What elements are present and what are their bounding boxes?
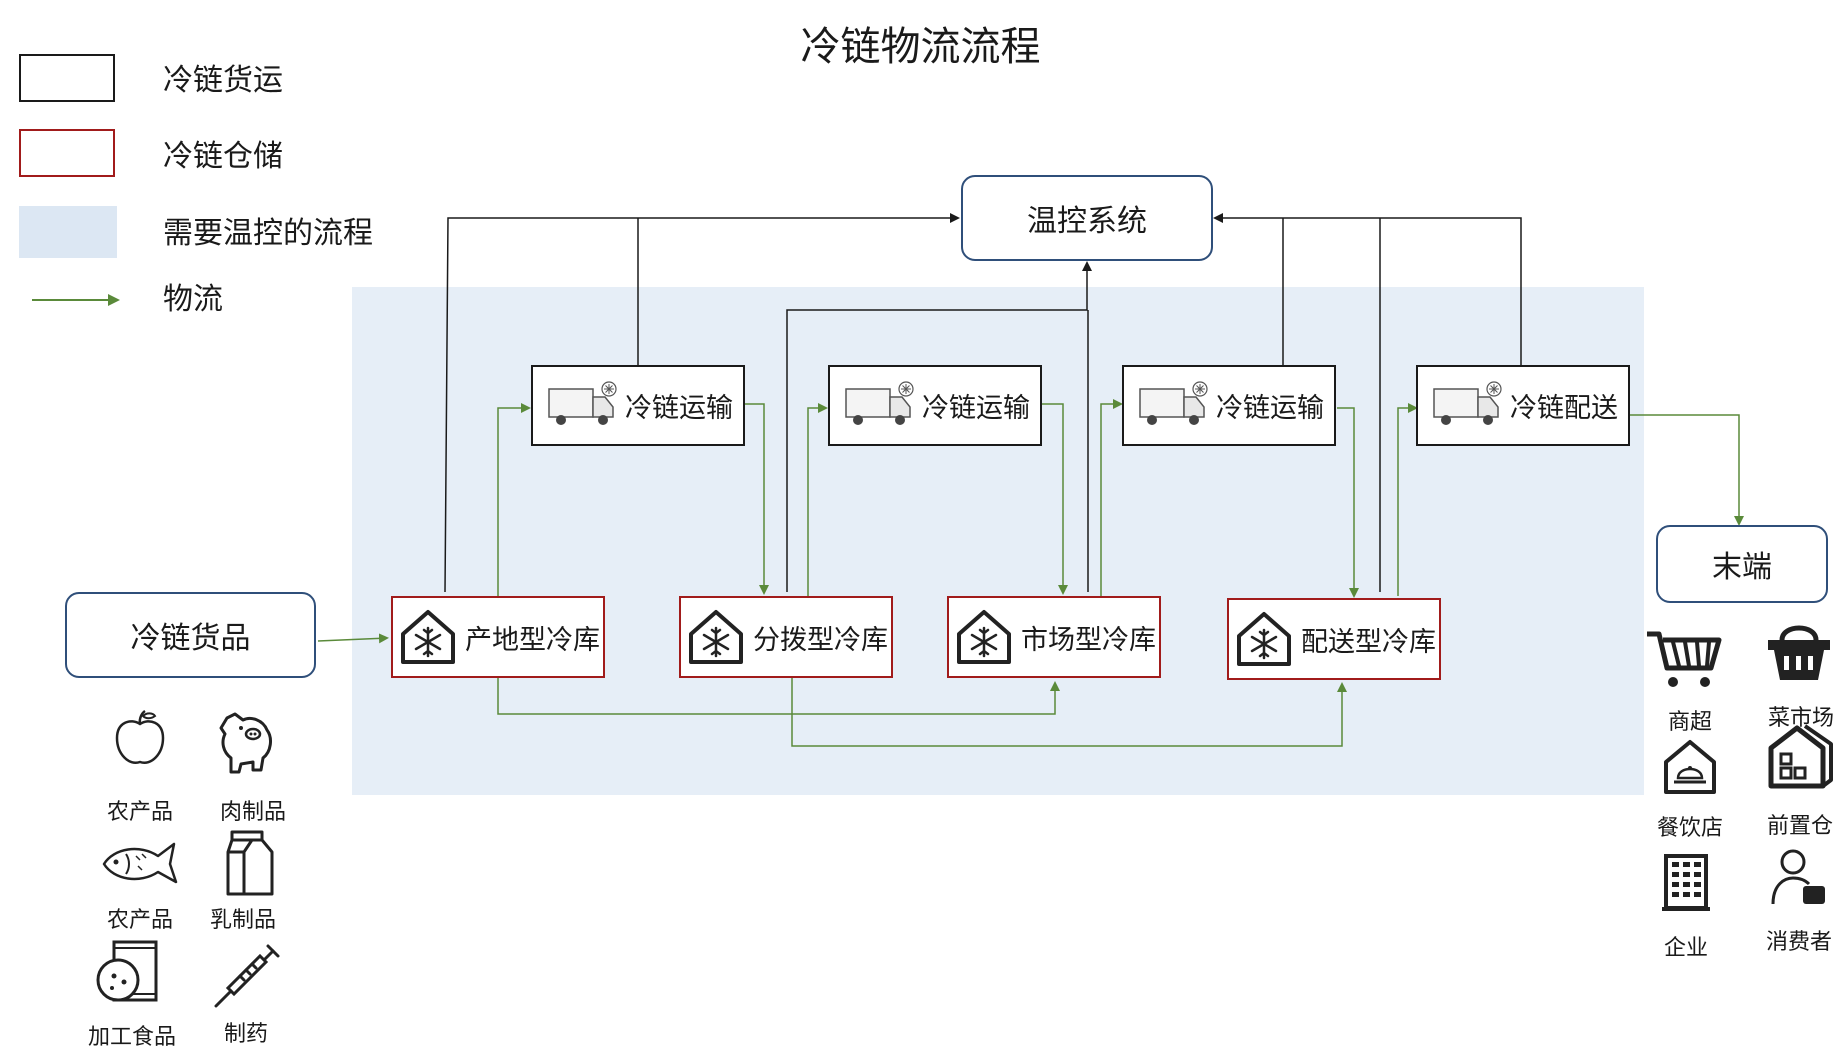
transport-node-3: 冷链运输 <box>1122 365 1336 446</box>
diagram-title: 冷链物流流程 <box>800 24 1041 70</box>
warehouse-market: 市场型冷库 <box>947 596 1161 678</box>
product-label-dairy: 乳制品 <box>209 908 276 933</box>
transport-node-3-label: 冷链运输 <box>1216 393 1324 424</box>
legend-swatch-storage <box>19 129 115 177</box>
cold-chain-goods: 冷链货品 <box>65 592 316 678</box>
legend-swatch-temp-process <box>19 206 117 258</box>
temperature-control-system: 温控系统 <box>961 175 1213 261</box>
endpoint-label-vegetable-market: 菜市场 <box>1767 706 1834 731</box>
endpoint-label-restaurant: 餐饮店 <box>1656 816 1723 841</box>
warehouse-distribution: 分拨型冷库 <box>679 596 893 678</box>
apple-icon <box>115 709 165 765</box>
cold-storage-house-icon <box>689 610 743 664</box>
delivery-transport-node: 冷链配送 <box>1416 365 1630 446</box>
warehouse-origin-label: 产地型冷库 <box>465 624 600 656</box>
transport-node-1: 冷链运输 <box>531 365 745 446</box>
warehouse-distribution-label: 分拨型冷库 <box>753 624 888 656</box>
cold-storage-house-icon <box>401 610 455 664</box>
product-label-processed-food: 加工食品 <box>87 1025 176 1050</box>
product-label-pharma: 制药 <box>223 1022 268 1047</box>
warehouse-delivery: 配送型冷库 <box>1227 598 1441 680</box>
legend-label-storage: 冷链仓储 <box>163 139 283 174</box>
fish-icon <box>102 842 178 884</box>
restaurant-icon <box>1664 740 1716 794</box>
delivery-transport-label: 冷链配送 <box>1510 393 1618 424</box>
warehouse-market-label: 市场型冷库 <box>1021 624 1156 656</box>
product-label-fish: 农产品 <box>106 908 173 933</box>
endpoint-label-front-warehouse: 前置仓 <box>1766 814 1833 839</box>
legend-arrow-icon <box>32 294 120 306</box>
refrigerated-truck-icon <box>1139 381 1208 425</box>
legend-label-logistics: 物流 <box>163 282 223 317</box>
product-label-meat: 肉制品 <box>219 800 286 825</box>
chips-bag-icon <box>96 940 158 1002</box>
transport-node-2-label: 冷链运输 <box>922 393 1030 424</box>
product-label-agricultural: 农产品 <box>106 800 173 825</box>
front-warehouse-icon <box>1768 724 1833 789</box>
legend-label-freight: 冷链货运 <box>163 63 283 98</box>
transport-node-1-label: 冷链运输 <box>625 393 733 424</box>
cold-storage-house-icon <box>1237 612 1291 666</box>
syringe-icon <box>214 944 280 1008</box>
office-building-icon <box>1662 854 1710 911</box>
pig-icon <box>219 712 272 774</box>
basket-icon <box>1768 625 1830 680</box>
legend-swatch-freight <box>19 54 115 102</box>
transport-node-2: 冷链运输 <box>828 365 1042 446</box>
endpoint-label-supermarket: 商超 <box>1667 710 1712 735</box>
endpoint-label-consumer: 消费者 <box>1765 930 1832 955</box>
refrigerated-truck-icon <box>845 381 914 425</box>
refrigerated-truck-icon <box>548 381 617 425</box>
milk-carton-icon <box>226 830 274 896</box>
warehouse-delivery-label: 配送型冷库 <box>1301 626 1436 658</box>
refrigerated-truck-icon <box>1433 381 1502 425</box>
legend-label-temp-process: 需要温控的流程 <box>163 216 373 251</box>
end-terminal: 末端 <box>1656 525 1828 603</box>
shopping-cart-icon <box>1647 631 1722 687</box>
warehouse-origin: 产地型冷库 <box>391 596 605 678</box>
cold-storage-house-icon <box>957 610 1011 664</box>
endpoint-label-enterprise: 企业 <box>1663 936 1708 961</box>
consumer-icon <box>1771 849 1825 905</box>
